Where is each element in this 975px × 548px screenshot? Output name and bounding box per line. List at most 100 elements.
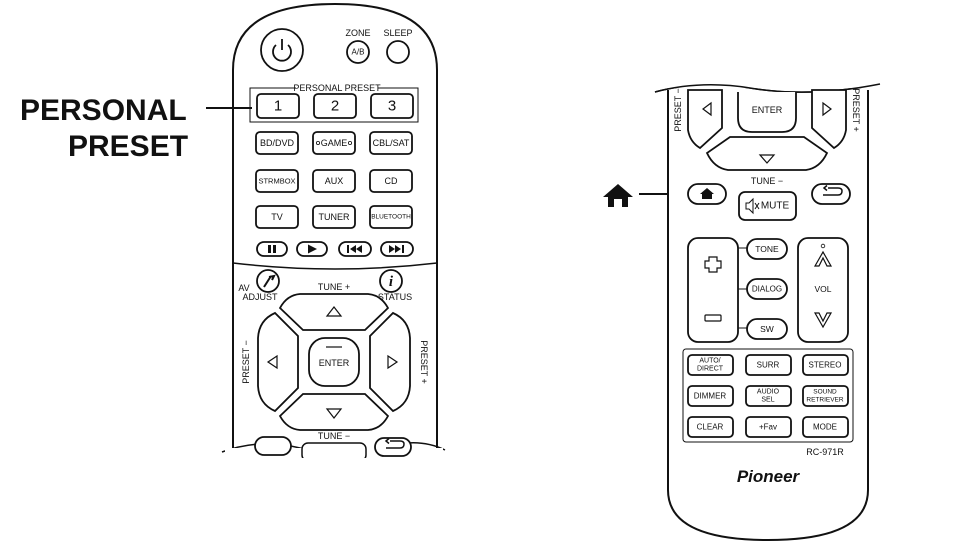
tone-button[interactable]: TONE xyxy=(746,238,788,260)
svg-text:AUTO/: AUTO/ xyxy=(699,358,720,365)
dpad-left-button[interactable] xyxy=(257,311,299,413)
fav-button[interactable]: +Fav xyxy=(745,416,792,438)
dpad-up-button[interactable] xyxy=(278,293,390,331)
svg-text:GAME: GAME xyxy=(321,138,348,148)
preset-2-button[interactable]: 2 xyxy=(313,93,357,119)
av-adjust-button[interactable] xyxy=(256,269,280,293)
svg-text:BLUETOOTH: BLUETOOTH xyxy=(371,214,411,221)
play-button[interactable] xyxy=(296,241,328,257)
dpad-down-button[interactable] xyxy=(278,393,390,431)
stereo-button[interactable]: STEREO xyxy=(802,354,849,376)
av-adjust-label-line1: AV xyxy=(238,283,249,293)
input-bd-dvd-button[interactable]: BD/DVD xyxy=(255,131,299,155)
input-tv-button[interactable]: TV xyxy=(255,205,299,229)
right-preset-minus-label: PRESET − xyxy=(673,88,683,132)
personal-preset-callout-line2: PRESET xyxy=(68,130,188,163)
previous-button[interactable] xyxy=(338,241,372,257)
model-label: RC-971R xyxy=(806,447,844,457)
svg-text:SOUND: SOUND xyxy=(813,389,837,396)
svg-text:SURR: SURR xyxy=(757,361,780,370)
return-icon xyxy=(384,437,405,449)
input-aux-button[interactable]: AUX xyxy=(312,169,356,193)
clear-button[interactable]: CLEAR xyxy=(687,416,734,438)
svg-text:TONE: TONE xyxy=(755,244,779,254)
right-enter-button[interactable]: ENTER xyxy=(737,92,797,133)
dimmer-button[interactable]: DIMMER xyxy=(687,385,734,407)
minus-icon xyxy=(704,314,722,322)
home-button[interactable] xyxy=(687,183,727,205)
left-arrow-icon xyxy=(266,354,278,370)
dpad-right-button[interactable] xyxy=(369,311,411,413)
enter-button[interactable]: ENTER xyxy=(308,337,360,387)
volume-rocker[interactable]: VOL xyxy=(797,237,849,343)
right-dpad-right-button[interactable] xyxy=(811,89,847,150)
tune-plus-label: TUNE + xyxy=(318,282,350,292)
input-bluetooth-button[interactable]: BLUETOOTH xyxy=(369,205,413,229)
svg-text:CLEAR: CLEAR xyxy=(697,423,724,432)
status-label: STATUS xyxy=(378,292,412,302)
left-remote: ZONE A/B SLEEP PERSONAL PRESET 1 2 3 BD/… xyxy=(221,2,446,548)
svg-text:RETRIEVER: RETRIEVER xyxy=(806,397,844,404)
pause-button[interactable] xyxy=(256,241,288,257)
audio-sel-button[interactable]: AUDIO SEL xyxy=(745,385,792,407)
return-button[interactable] xyxy=(811,183,851,205)
home-glyph-icon xyxy=(700,188,714,199)
zone-ab-label: A/B xyxy=(352,48,365,57)
zone-label: ZONE xyxy=(345,28,370,38)
sleep-label: SLEEP xyxy=(383,28,412,38)
wrench-icon xyxy=(263,274,276,288)
home-icon xyxy=(603,184,633,207)
down-arrow-icon xyxy=(758,154,776,164)
svg-text:STRMBOX: STRMBOX xyxy=(258,177,295,186)
play-icon xyxy=(308,244,317,254)
down-arrow-icon xyxy=(325,408,343,419)
pause-icon xyxy=(268,245,271,253)
preset-plus-label: PRESET + xyxy=(419,340,429,384)
power-icon xyxy=(272,44,292,62)
input-cbl-sat-button[interactable]: CBL/SAT xyxy=(369,131,413,155)
plus-icon xyxy=(704,256,722,273)
surr-button[interactable]: SURR xyxy=(745,354,792,376)
source-volume-rocker[interactable] xyxy=(687,237,739,343)
input-tuner-button[interactable]: TUNER xyxy=(312,205,356,229)
zone-ab-button[interactable]: A/B xyxy=(346,40,370,64)
up-arrow-icon xyxy=(325,306,343,317)
personal-preset-callout-line1: PERSONAL xyxy=(20,94,187,127)
svg-text:ENTER: ENTER xyxy=(752,105,783,115)
svg-text:STEREO: STEREO xyxy=(809,361,842,370)
svg-text:2: 2 xyxy=(331,98,339,115)
input-cd-button[interactable]: CD xyxy=(369,169,413,193)
next-button[interactable] xyxy=(380,241,414,257)
input-strmbox-button[interactable]: STRMBOX xyxy=(255,169,299,193)
right-remote: ENTER PRESET − PRESET + TUNE − MUTE xyxy=(650,60,886,542)
auto-direct-button[interactable]: AUTO/ DIRECT xyxy=(687,354,734,376)
svg-text:SEL: SEL xyxy=(761,397,774,404)
volume-up-icon xyxy=(813,250,833,267)
mute-button[interactable]: MUTE xyxy=(738,191,797,221)
left-return-button[interactable] xyxy=(374,437,412,457)
dialog-button[interactable]: DIALOG xyxy=(746,278,788,300)
power-button[interactable] xyxy=(260,28,304,72)
brand-logo: Pioneer xyxy=(737,467,801,486)
svg-text:ENTER: ENTER xyxy=(319,358,350,368)
svg-text:DIALOG: DIALOG xyxy=(752,285,782,294)
input-game-button[interactable]: GAME xyxy=(312,131,356,155)
svg-text:CBL/SAT: CBL/SAT xyxy=(373,138,410,148)
mode-button[interactable]: MODE xyxy=(802,416,849,438)
right-dpad-left-button[interactable] xyxy=(687,89,723,150)
left-home-button-partial[interactable] xyxy=(254,436,292,456)
right-dpad-down-button[interactable] xyxy=(705,136,829,171)
status-button[interactable]: i xyxy=(379,269,403,293)
sw-button[interactable]: SW xyxy=(746,318,788,340)
svg-text:AUDIO: AUDIO xyxy=(757,389,780,396)
sleep-button[interactable] xyxy=(386,40,410,64)
return-icon xyxy=(822,184,843,196)
svg-text:AUX: AUX xyxy=(325,176,344,186)
right-preset-plus-label: PRESET + xyxy=(851,88,861,132)
svg-text:TUNER: TUNER xyxy=(319,212,350,222)
sound-retriever-button[interactable]: SOUND RETRIEVER xyxy=(802,385,849,407)
svg-text:DIRECT: DIRECT xyxy=(697,366,724,373)
preset-3-button[interactable]: 3 xyxy=(370,93,414,119)
right-tune-minus-label: TUNE − xyxy=(751,176,783,186)
preset-1-button[interactable]: 1 xyxy=(256,93,300,119)
